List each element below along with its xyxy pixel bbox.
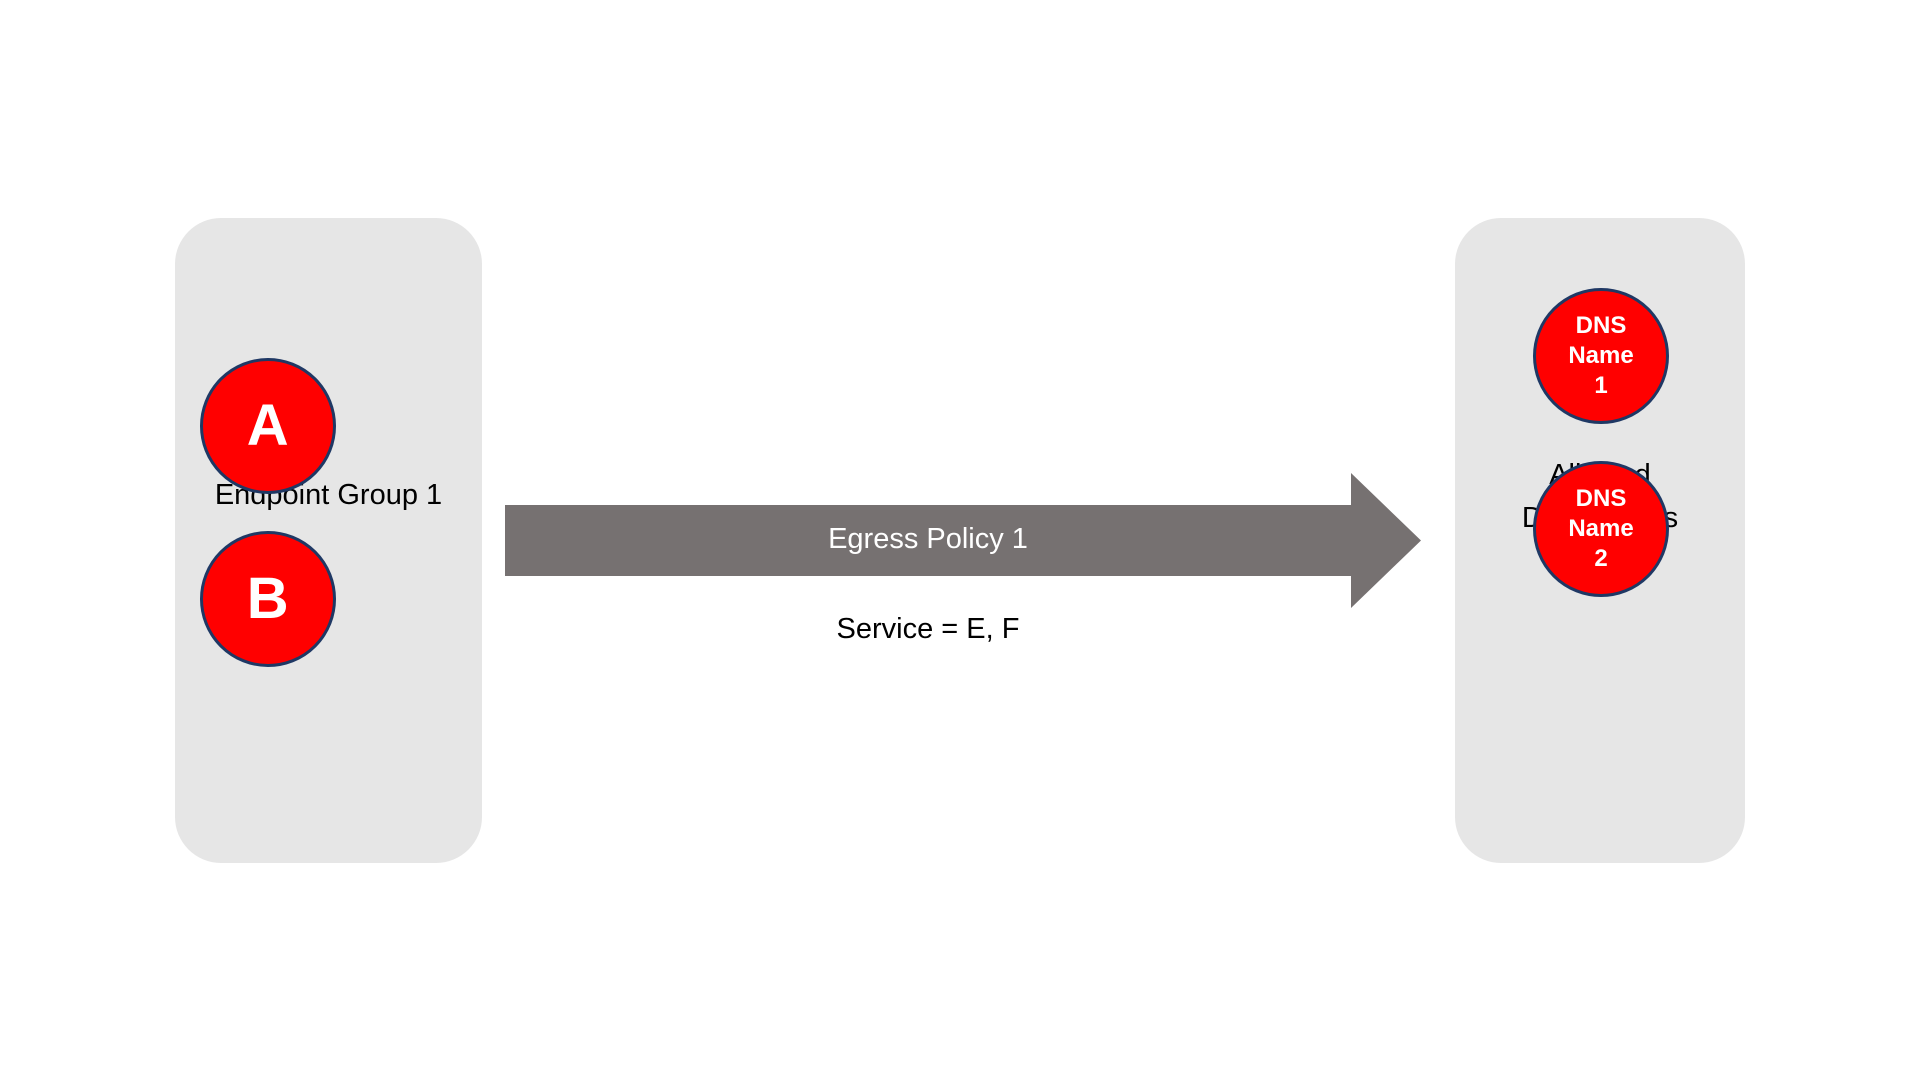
allowed-dns-names-panel[interactable]: Allowed DNS names DNS Name 1 DNS Name 2 <box>1455 218 1745 863</box>
dns-name-1-label: DNS Name 1 <box>1568 312 1634 399</box>
endpoint-group-title: Endpoint Group 1 <box>214 479 443 511</box>
endpoint-node-a[interactable]: A <box>200 358 336 494</box>
endpoint-group-panel[interactable]: Endpoint Group 1 A B <box>175 218 482 863</box>
endpoint-node-a-label: A <box>246 393 290 458</box>
egress-policy-service-label: Service = E, F <box>836 613 1020 645</box>
egress-policy-arrow[interactable] <box>505 473 1421 608</box>
endpoint-node-b-label: B <box>246 566 290 631</box>
egress-policy-label: Egress Policy 1 <box>828 523 1028 555</box>
arrow-shape-icon <box>505 473 1421 608</box>
endpoint-node-b[interactable]: B <box>200 531 336 667</box>
dns-name-1-node[interactable]: DNS Name 1 <box>1533 288 1669 424</box>
dns-name-2-label: DNS Name 2 <box>1568 485 1634 572</box>
dns-name-2-node[interactable]: DNS Name 2 <box>1533 461 1669 597</box>
